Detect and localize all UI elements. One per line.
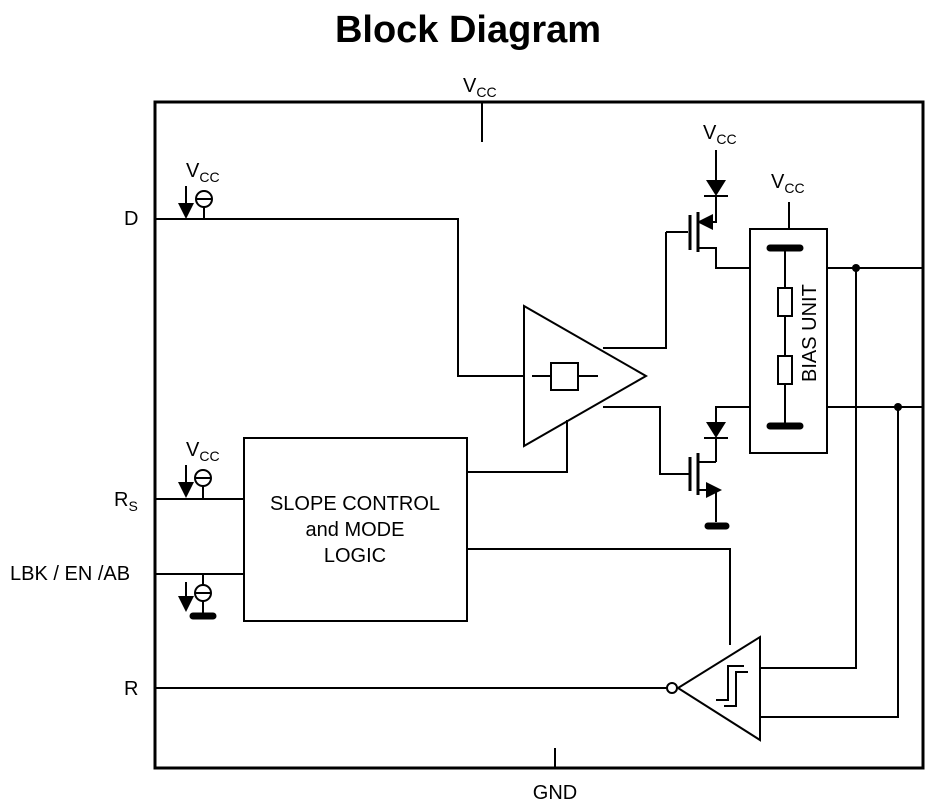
driver-to-nmos-wire bbox=[603, 406, 690, 475]
pmos-transistor bbox=[666, 208, 750, 269]
pullup-source-rs: VCC bbox=[178, 439, 220, 499]
svg-text:SLOPE CONTROL: SLOPE CONTROL bbox=[270, 493, 440, 515]
hysteresis-icon bbox=[716, 665, 748, 707]
pin-lbk-en-ab: LBK / EN /AB bbox=[10, 563, 244, 585]
svg-text:and MODE: and MODE bbox=[306, 519, 405, 541]
lower-diode bbox=[704, 406, 750, 462]
inverter-bubble-icon bbox=[666, 682, 678, 694]
upper-diode: VCC bbox=[703, 122, 737, 208]
svg-text:LBK / EN /AB: LBK / EN /AB bbox=[10, 563, 130, 585]
resistor-icon bbox=[777, 355, 793, 385]
pullup-source-d: VCC bbox=[178, 160, 220, 219]
svg-text:D: D bbox=[124, 208, 138, 230]
svg-text:GND: GND bbox=[533, 782, 577, 804]
svg-text:VCC: VCC bbox=[771, 171, 805, 196]
bias-unit-label: BIAS UNIT bbox=[799, 284, 821, 382]
pin-r: R bbox=[124, 678, 667, 700]
svg-text:VCC: VCC bbox=[186, 160, 220, 185]
nmos-transistor bbox=[688, 453, 730, 530]
pin-rs: RS bbox=[114, 489, 244, 514]
svg-text:RS: RS bbox=[114, 489, 138, 514]
vcc-pin-top: VCC bbox=[463, 75, 497, 142]
driver-amplifier bbox=[523, 304, 649, 448]
slope-to-receiver-wire bbox=[467, 548, 731, 645]
diode-icon bbox=[706, 422, 726, 438]
ic-frame bbox=[153, 100, 925, 770]
svg-text:VCC: VCC bbox=[463, 75, 497, 100]
diagram-title: Block Diagram bbox=[335, 9, 601, 51]
bias-unit: VCC BIAS UNIT bbox=[749, 171, 828, 454]
receiver-comparator bbox=[666, 635, 761, 742]
driver-to-pmos-wire bbox=[603, 232, 667, 349]
gnd-pin: GND bbox=[533, 748, 577, 804]
slope-to-driver-wire bbox=[467, 420, 568, 473]
pin-d: D bbox=[124, 208, 524, 377]
resistor-icon bbox=[777, 287, 793, 317]
bus-high-to-receiver-wire bbox=[760, 268, 857, 669]
svg-text:VCC: VCC bbox=[703, 122, 737, 147]
slope-control-block: SLOPE CONTROL and MODE LOGIC bbox=[243, 437, 468, 622]
pulldown-source-lbk bbox=[178, 574, 217, 620]
svg-text:R: R bbox=[124, 678, 138, 700]
driver-delay-icon bbox=[550, 362, 579, 391]
diode-icon bbox=[706, 180, 726, 196]
svg-text:VCC: VCC bbox=[186, 439, 220, 464]
bus-low-to-receiver-wire bbox=[760, 407, 899, 718]
svg-text:LOGIC: LOGIC bbox=[324, 545, 386, 567]
